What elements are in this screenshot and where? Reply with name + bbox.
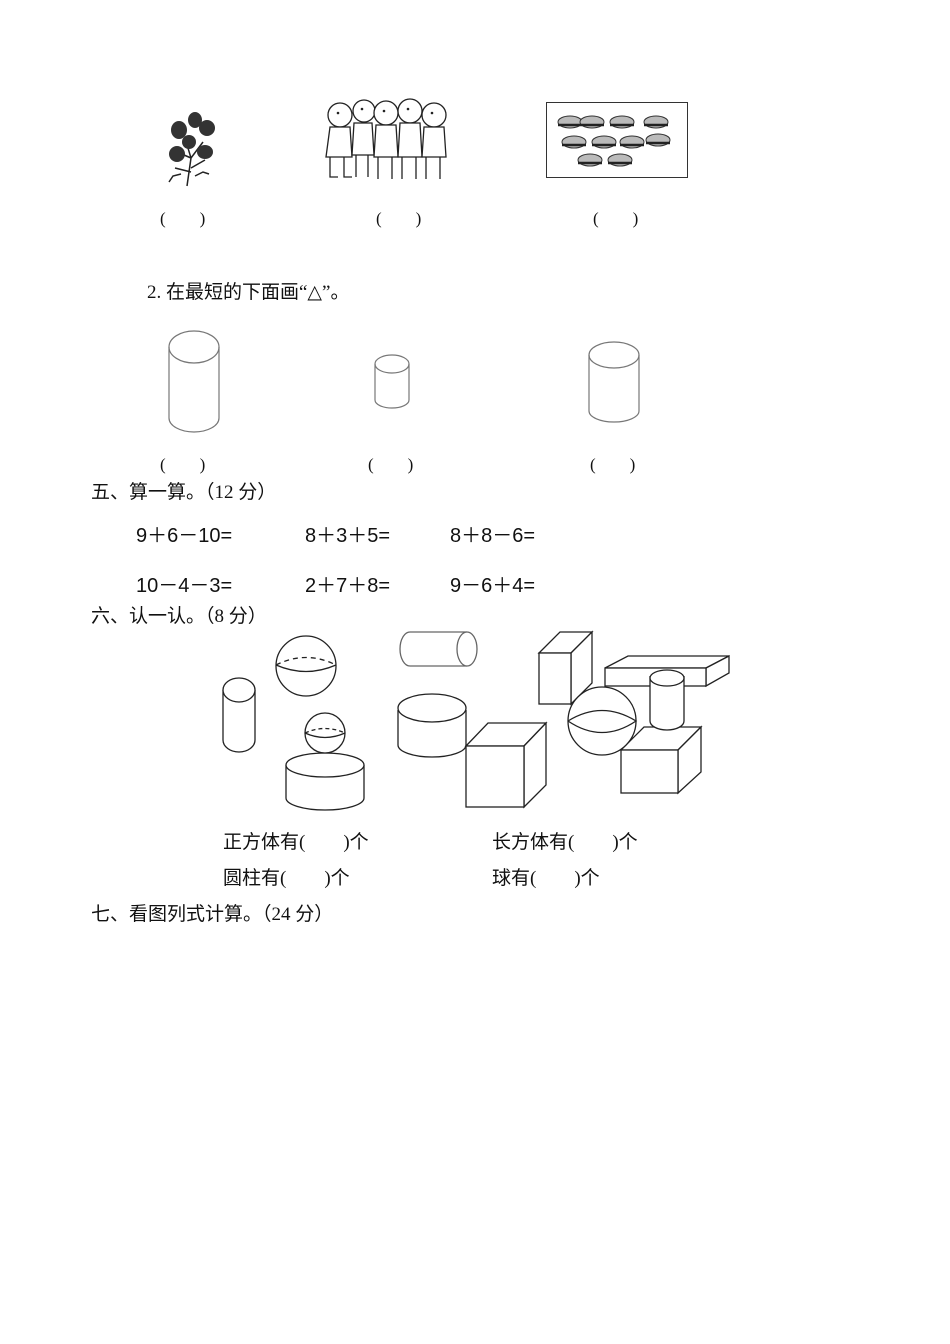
- question-cylinder-count[interactable]: 圆柱有( )个: [223, 868, 350, 889]
- equation: 10－4－3=: [136, 575, 233, 597]
- cylinder-icon: [399, 631, 478, 667]
- cube-icon: [464, 721, 548, 809]
- hamburgers-icon: [546, 102, 688, 178]
- cylinder-icon: [397, 693, 467, 758]
- answer-blank-medium-cylinder[interactable]: ( ): [590, 455, 636, 474]
- question-sphere-count[interactable]: 球有( )个: [492, 868, 600, 889]
- equation: 8＋8－6=: [450, 525, 536, 547]
- section-5-title: 五、算一算。（12 分）: [91, 482, 277, 503]
- short-cylinder-icon: [374, 354, 410, 409]
- equation: 8＋3＋5=: [305, 525, 391, 547]
- answer-blank-roses[interactable]: ( ): [160, 209, 206, 228]
- medium-cylinder-icon: [588, 341, 640, 423]
- question-cube-count[interactable]: 正方体有( )个: [223, 832, 369, 853]
- section-6-title: 六、认一认。（8 分）: [91, 606, 267, 627]
- roses-icon: [168, 112, 215, 187]
- children-group-icon: [325, 98, 447, 179]
- answer-blank-short-cylinder[interactable]: ( ): [368, 455, 414, 474]
- tall-cylinder-icon: [168, 330, 220, 433]
- equation: 2＋7＋8=: [305, 575, 391, 597]
- section-7-title: 七、看图列式计算。（24 分）: [91, 904, 334, 925]
- equation: 9＋6－10=: [136, 525, 233, 547]
- sphere-icon: [275, 635, 337, 697]
- question-2-title: 2. 在最短的下面画“△”。: [147, 282, 350, 303]
- question-cuboid-count[interactable]: 长方体有( )个: [492, 832, 638, 853]
- solid-shapes-figure: [222, 630, 730, 811]
- cuboid-icon: [619, 725, 703, 795]
- equation: 9－6＋4=: [450, 575, 536, 597]
- cuboid-icon: [537, 630, 594, 706]
- sphere-icon: [304, 712, 346, 754]
- cylinder-icon: [285, 752, 365, 811]
- answer-blank-children[interactable]: ( ): [376, 209, 422, 228]
- cylinder-icon: [649, 669, 685, 731]
- answer-blank-hamburgers[interactable]: ( ): [593, 209, 639, 228]
- sphere-icon: [567, 686, 638, 756]
- cylinder-icon: [222, 677, 256, 753]
- answer-blank-tall-cylinder[interactable]: ( ): [160, 455, 206, 474]
